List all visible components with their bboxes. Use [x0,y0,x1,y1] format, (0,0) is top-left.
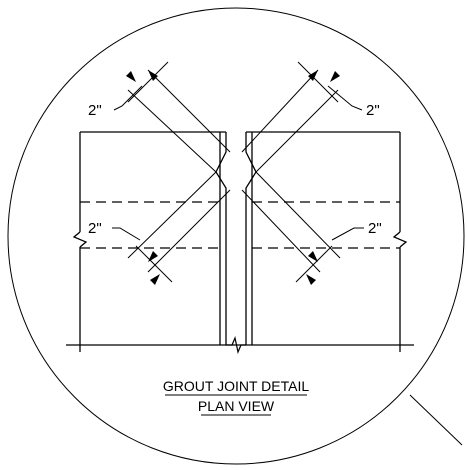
dim-line-left-upper-outer [147,69,231,153]
dim-line-right-lower-outer [255,171,341,259]
dim-line-right-upper-outer [241,69,319,153]
arrow-left-upper-2 [126,71,136,82]
dim-label-top-right: 2" [366,102,380,119]
detail-circle [7,7,465,465]
arrow-right-lower-2 [306,274,316,285]
dim-ext-right-lower-a [295,245,333,283]
dimension-arrows [126,70,340,285]
right-joint-face [245,132,257,345]
callout-leader-line [409,394,463,446]
arrow-left-upper-1 [148,70,158,81]
dim-line-left-lower-inner [147,189,231,273]
leader-top-left [113,85,143,111]
right-panel [245,131,408,352]
leader-top-right [327,85,363,111]
dim-line-right-lower-inner [241,189,321,273]
arrow-right-lower-1 [308,251,318,262]
dim-line-left-upper-inner [127,89,217,173]
leader-bottom-left [112,227,141,241]
arrow-left-lower-1 [148,251,158,262]
arrow-left-lower-2 [150,274,160,285]
detail-callout [7,7,465,465]
dim-label-top-left: 2" [88,102,102,119]
detail-subtitle: PLAN VIEW [198,398,275,414]
dim-ext-left-upper-a [127,61,169,103]
dimension-leaders [112,85,364,241]
left-panel [72,131,227,352]
arrow-right-upper-1 [308,70,318,81]
arrow-right-upper-2 [330,71,340,82]
hidden-lines [80,201,400,249]
dim-line-right-upper-inner [255,89,339,173]
dim-label-bottom-right: 2" [368,220,382,237]
left-joint-face [215,132,227,345]
detail-title: GROUT JOINT DETAIL [163,378,309,394]
diagonal-dimension-lines [127,61,341,283]
dim-line-left-lower-outer [127,171,217,259]
leader-bottom-right [331,227,364,241]
dim-ext-left-lower-a [135,245,173,283]
dim-ext-right-upper-a [297,61,339,103]
left-break-symbol [72,231,88,248]
right-break-symbol [392,231,408,248]
dim-label-bottom-left: 2" [88,220,102,237]
